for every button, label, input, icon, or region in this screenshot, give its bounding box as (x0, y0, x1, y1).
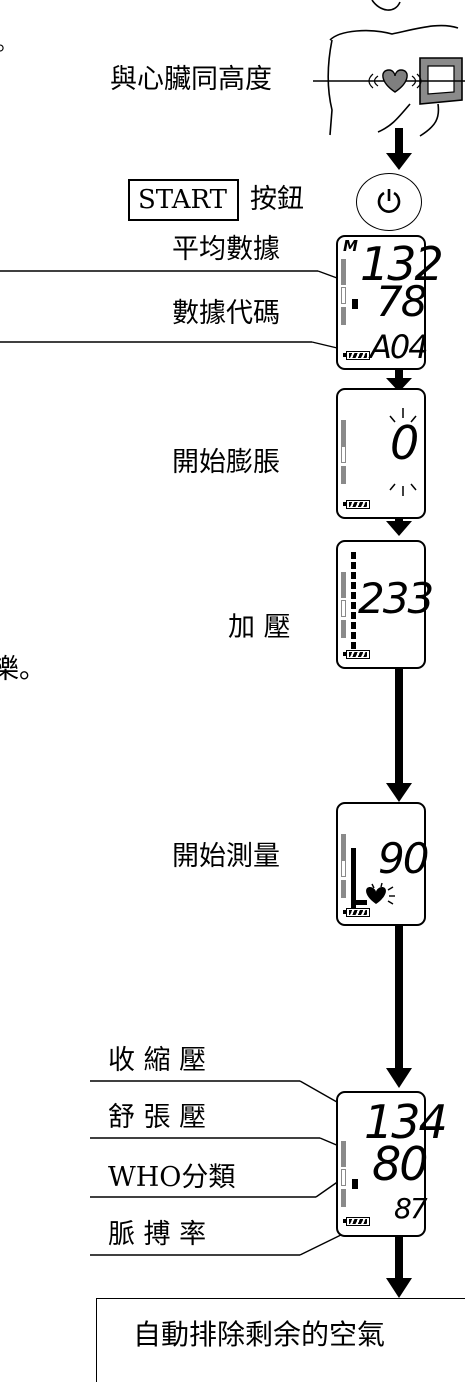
cuff-inner (427, 65, 455, 95)
lcd-display-result: M 132 78 A04 (336, 235, 444, 370)
pressurize-label: 加 壓 (228, 612, 291, 643)
lcd-display-inflate: 0 (336, 388, 426, 519)
torso-outline (327, 39, 333, 136)
arrow-down-icon (386, 783, 412, 802)
arrow-down-icon (386, 521, 412, 536)
battery-icon (343, 650, 370, 659)
inflate-value: 0 (390, 416, 420, 470)
battery-icon (343, 351, 370, 360)
blink-indicator (389, 408, 417, 496)
pressure-bar-indicator (351, 552, 356, 652)
start-key-box: START (128, 179, 239, 221)
measure-value: 90 (378, 834, 429, 883)
forearm-outline-2 (419, 103, 440, 137)
start-button[interactable] (356, 173, 422, 231)
battery-icon (343, 500, 370, 509)
diastolic-label: 舒 張 壓 (108, 1102, 207, 1133)
start-button-suffix: 按鈕 (250, 184, 304, 215)
side-text-fragment: 樂。 (0, 654, 46, 685)
top-fragment-mark: 。 (0, 31, 18, 56)
lcd-display-final: 134 80 87 (336, 1091, 448, 1237)
heart-icon (366, 882, 395, 905)
who-indicator (352, 1179, 358, 1189)
shoulder-outline (329, 24, 459, 41)
arrow-down-icon (386, 153, 412, 170)
lcd-display-measure: 90 (336, 802, 429, 926)
start-measure-label: 開始測量 (172, 841, 280, 872)
arrow-down-icon (386, 1068, 412, 1088)
who-class-label: WHO分類 (108, 1162, 236, 1193)
pressure-bar-indicator (351, 848, 356, 908)
heart-level-label: 與心臟同高度 (110, 64, 272, 95)
arrow-down-icon (386, 1278, 412, 1298)
auto-exhaust-box: 自動排除剩余的空氣 (96, 1298, 465, 1382)
pulse-rate-label: 脈 搏 率 (108, 1219, 207, 1250)
power-icon (377, 189, 401, 213)
auto-exhaust-label: 自動排除剩余的空氣 (133, 1318, 386, 1351)
pressure-value: 233 (358, 574, 434, 623)
average-data-label: 平均數據 (172, 234, 280, 265)
start-key-label: START (138, 185, 227, 215)
memory-mode-label: M (343, 237, 358, 255)
data-code-value: A04 (370, 328, 429, 366)
pulse-value: 87 (394, 1192, 428, 1225)
heart-icon (382, 69, 408, 93)
systolic-value: 132 (360, 237, 444, 291)
arrow-down-icon (386, 378, 412, 392)
systolic-value: 134 (364, 1095, 448, 1149)
who-indicator (352, 299, 358, 309)
data-code-label: 數據代碼 (172, 298, 280, 329)
systolic-label: 收 縮 壓 (108, 1045, 207, 1076)
lcd-display-pressurize: 233 (336, 540, 434, 669)
battery-icon (343, 908, 370, 917)
forearm-outline (377, 103, 411, 133)
battery-icon (343, 1217, 370, 1226)
neck-outline (371, 0, 401, 11)
diastolic-value: 78 (376, 277, 427, 326)
diastolic-value: 80 (372, 1137, 429, 1191)
start-inflate-label: 開始膨脹 (172, 447, 280, 478)
